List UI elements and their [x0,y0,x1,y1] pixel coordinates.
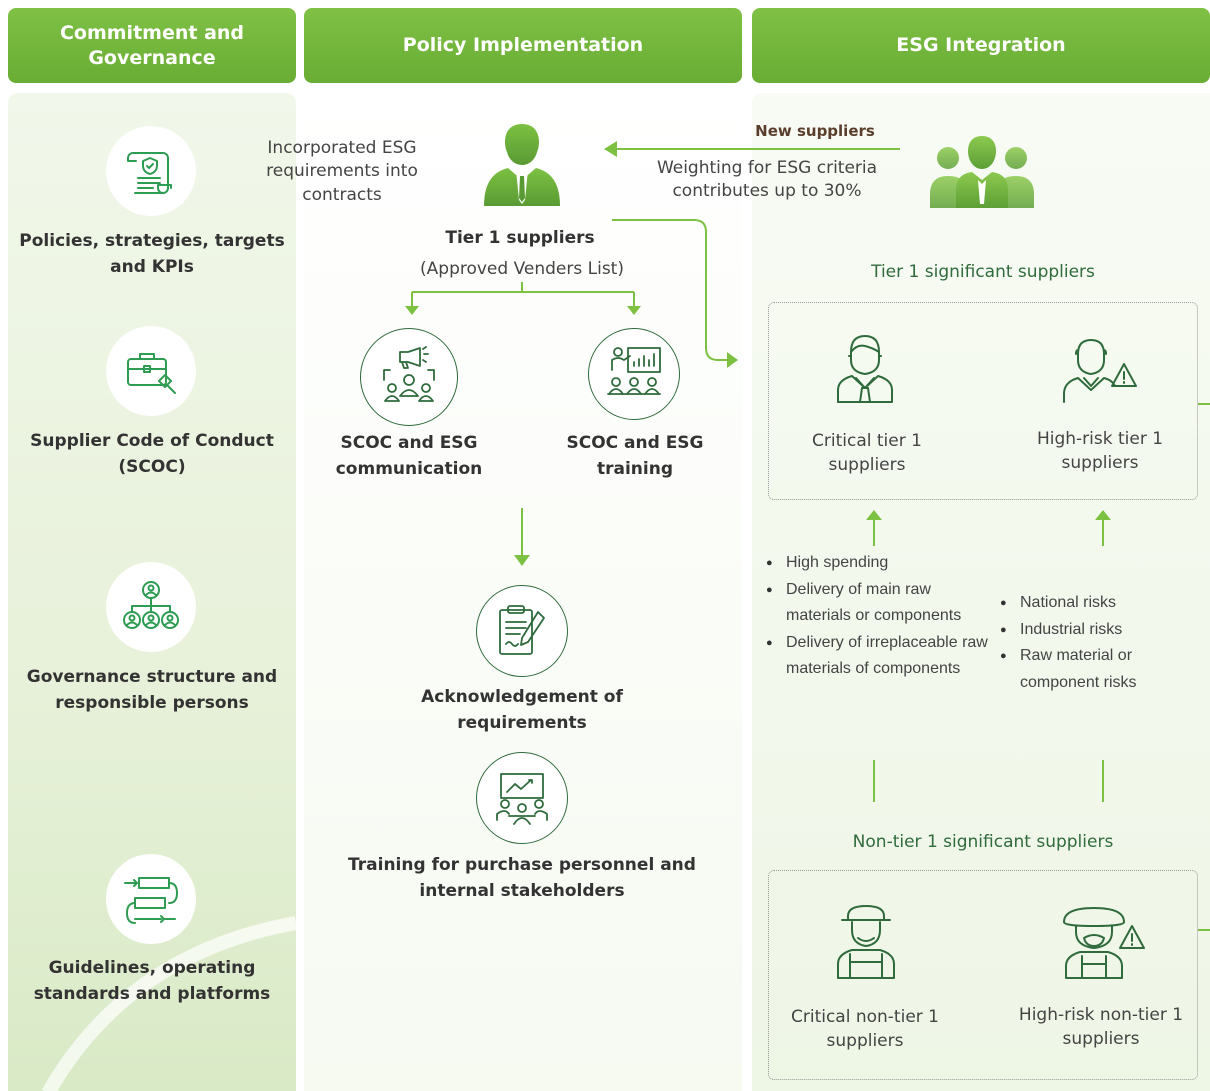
header-policy: Policy Implementation [304,8,742,83]
tier1-significant-title: Tier 1 significant suppliers [871,262,1095,282]
header-commitment: Commitment and Governance [8,8,296,83]
training-board-icon [588,328,680,420]
scoc-training-label: SCOC and ESG training [566,433,704,480]
critical-farmer-icon [834,904,898,980]
document-pen-icon [476,585,568,677]
non-tier1-significant-box [768,870,1198,1080]
commitment-item-governance: Governance structure and responsible per… [26,667,278,714]
header-esg: ESG Integration [752,8,1210,83]
critical-criteria-list: High spending Delivery of main raw mater… [764,550,988,683]
supplier-group-icon [930,134,1034,208]
esg-weighting-note: Weighting for ESG criteria contributes u… [656,158,878,201]
criteria-item: High spending [764,550,988,577]
scoc-communication-label: SCOC and ESG communication [335,433,483,480]
meeting-presentation-icon [476,752,568,844]
commitment-item-scoc: Supplier Code of Conduct (SCOC) [30,431,274,478]
highrisk-tier1-label: High-risk tier 1 suppliers [1036,429,1164,473]
commitment-item-guidelines: Guidelines, operating standards and plat… [33,958,271,1005]
acknowledgement-label: Acknowledgement of requirements [421,687,623,734]
contracts-note: Incorporated ESG requirements into contr… [266,138,418,205]
critical-non-tier1-label: Critical non-tier 1 suppliers [790,1007,939,1051]
briefcase-gavel-icon [106,326,196,416]
org-structure-icon [106,562,196,652]
new-suppliers-title: New suppliers [755,122,875,140]
policy-scroll-icon [106,126,196,216]
criteria-item: National risks [998,590,1198,617]
megaphone-people-icon [360,328,458,426]
criteria-item: Industrial risks [998,617,1198,644]
criteria-item: Delivery of irreplaceable raw materials … [764,630,988,683]
process-flow-icon [106,854,196,944]
critical-supplier-icon [834,332,896,404]
risk-criteria-list: National risks Industrial risks Raw mate… [998,590,1198,696]
non-tier1-significant-title: Non-tier 1 significant suppliers [852,832,1114,852]
tier1-suppliers-title: Tier 1 suppliers [445,228,595,248]
decorative-curve [41,916,296,1091]
personnel-training-label: Training for purchase personnel and inte… [348,855,696,902]
commitment-item-policies: Policies, strategies, targets and KPIs [19,231,285,278]
critical-tier1-label: Critical tier 1 suppliers [812,431,922,475]
highrisk-supplier-icon [1062,336,1138,404]
criteria-item: Raw material or component risks [998,643,1198,696]
criteria-item: Delivery of main raw materials or compon… [764,577,988,630]
businessman-icon [482,120,562,206]
tier1-significant-box [768,302,1198,500]
tier1-suppliers-subtitle: (Approved Venders List) [420,259,624,279]
highrisk-non-tier1-label: High-risk non-tier 1 suppliers [1018,1005,1184,1049]
highrisk-farmer-icon [1060,906,1146,980]
